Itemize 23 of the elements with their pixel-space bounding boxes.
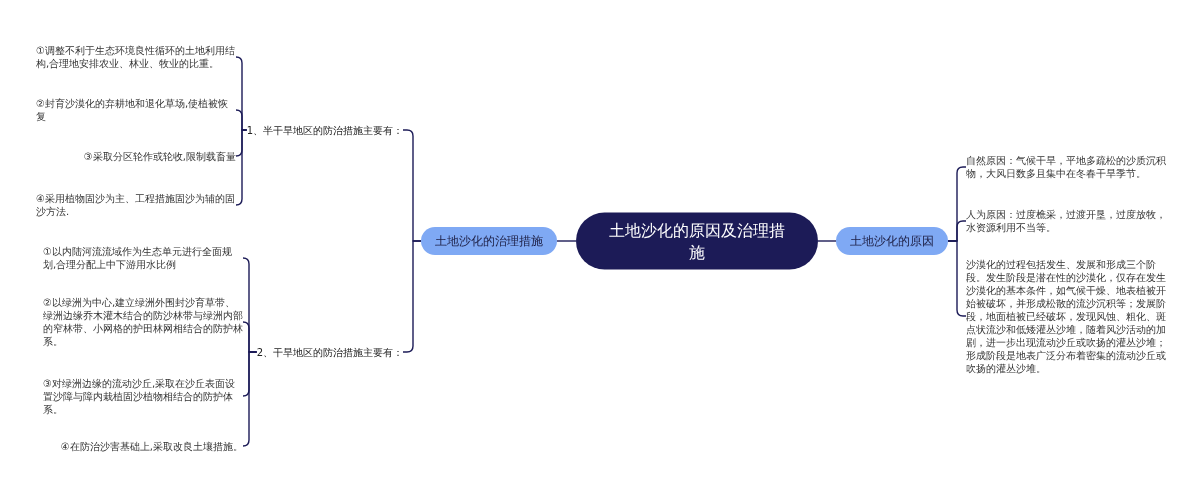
note-text: ②封育沙漠化的弃耕地和退化草场,使植被恢复 xyxy=(36,97,236,123)
connector-line xyxy=(242,351,258,447)
connector-line xyxy=(556,240,577,242)
note-text: ①调整不利于生态环境良性循环的土地利用结构,合理地安排农业、林业、牧业的比重。 xyxy=(36,44,236,70)
note-text: ③对绿洲边缘的流动沙丘,采取在沙丘表面设置沙障与障内栽植固沙植物相结合的防护体系。 xyxy=(43,376,243,416)
topic-text: 土地沙化的原因 xyxy=(850,233,934,249)
note-text: ④在防治沙害基础上,采取改良土壤措施。 xyxy=(60,439,243,453)
note-text: 自然原因：气候干旱，平地多疏松的沙质沉积物，大风日数多且集中在冬春干旱季节。 xyxy=(966,154,1166,180)
central-topic-pill xyxy=(576,212,818,270)
note-text: ②以绿洲为中心,建立绿洲外围封沙育草带、绿洲边缘乔木灌木结合的防沙林带与绿洲内部的窄林带、小网格的护田林网相结合的防护林系。 xyxy=(43,296,243,348)
main-topic-pill xyxy=(421,227,557,255)
note-text: ④采用植物固沙为主、工程措施固沙为辅的固沙方法. xyxy=(36,192,236,218)
connector-line xyxy=(235,129,248,206)
branch-label: 2、干旱地区的防治措施主要有： xyxy=(256,345,403,359)
note-text: 人为原因：过度樵采，过渡开垦，过度放牧，水资源利用不当等。 xyxy=(966,208,1166,234)
branch-label: 1、半干旱地区的防治措施主要有： xyxy=(246,123,403,137)
connector-line xyxy=(817,240,837,242)
main-topic-pill xyxy=(836,227,948,255)
topic-text: 土地沙化的原因及治理措施 xyxy=(608,219,786,263)
topic-text: 土地沙化的治理措施 xyxy=(435,233,543,249)
note-text: ③采取分区轮作或轮收,限制载畜量 xyxy=(83,149,236,163)
note-text: ①以内陆河流流域作为生态单元进行全面规划,合理分配上中下游用水比例 xyxy=(43,245,243,271)
note-text: 沙漠化的过程包括发生、发展和形成三个阶段。发生阶段是潜在性的沙漠化，仅存在发生沙漠化的基本条件，如气候干燥、地表植被开始被破坏，并形成松散的流沙沉积等；发展阶段，地面植被已经破坏，发现风蚀、粗化、斑点状流沙和低矮灌丛沙堆，随着风沙活动的加剧，进一步出现流动沙丘或吹扬的灌丛沙堆；形成阶段是地表广泛分布着密集的流动沙丘或吹扬的灌丛沙堆。 xyxy=(966,257,1166,375)
